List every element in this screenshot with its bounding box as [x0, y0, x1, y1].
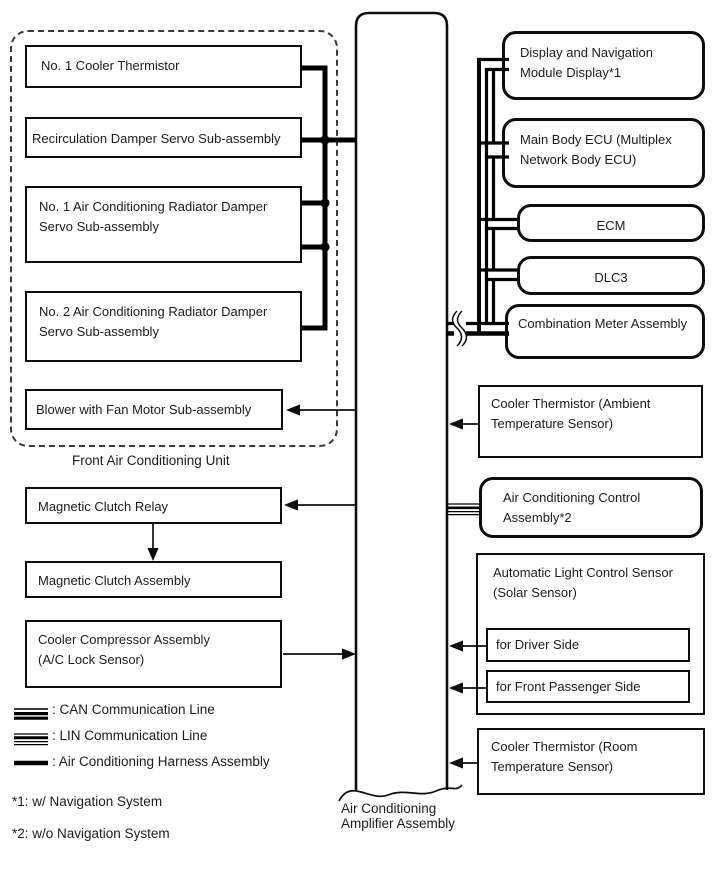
box-label: No. 1 Air Conditioning Radiator Damper S… — [39, 199, 268, 234]
box-label: for Front Passenger Side — [496, 679, 641, 694]
legend-can-label: : CAN Communication Line — [52, 702, 215, 717]
box-label: Blower with Fan Motor Sub-assembly — [36, 402, 252, 417]
box-ambient-thermistor: Cooler Thermistor (Ambient Temperature S… — [478, 385, 703, 458]
box-solar-passenger-side: for Front Passenger Side — [486, 670, 690, 703]
amplifier-label: Air Conditioning Amplifier Assembly — [341, 801, 456, 831]
amplifier-shape — [338, 11, 463, 802]
box-display-navigation-module: Display and Navigation Module Display*1 — [502, 31, 705, 100]
box-dlc3: DLC3 — [517, 256, 705, 295]
box-combination-meter: Combination Meter Assembly — [505, 304, 705, 359]
box-label: No. 1 Cooler Thermistor — [41, 58, 180, 73]
box-main-body-ecu: Main Body ECU (Multiplex Network Body EC… — [502, 118, 705, 188]
box-label: Combination Meter Assembly — [518, 316, 688, 331]
box-label: Cooler Thermistor (Room Temperature Sens… — [491, 739, 638, 774]
can-line-symbol — [14, 708, 48, 720]
box-magnetic-clutch-relay: Magnetic Clutch Relay — [25, 487, 282, 524]
box-label: No. 2 Air Conditioning Radiator Damper S… — [39, 304, 268, 339]
box-recirculation-damper-servo: Recirculation Damper Servo Sub-assembly — [25, 117, 302, 158]
box-label: Air Conditioning Control Assembly*2 — [503, 490, 641, 525]
box-room-thermistor: Cooler Thermistor (Room Temperature Sens… — [477, 728, 705, 795]
bus-break-symbol — [451, 310, 468, 347]
box-cooler-compressor-assembly: Cooler Compressor Assembly (A/C Lock Sen… — [25, 620, 282, 688]
box-label: Main Body ECU (Multiplex Network Body EC… — [520, 132, 672, 167]
box-blower-fan-motor: Blower with Fan Motor Sub-assembly — [25, 389, 283, 430]
box-solar-driver-side: for Driver Side — [486, 628, 690, 662]
box-no1-radiator-damper-servo: No. 1 Air Conditioning Radiator Damper S… — [25, 186, 302, 263]
box-no1-cooler-thermistor: No. 1 Cooler Thermistor — [25, 45, 302, 88]
lin-communication-line — [447, 503, 480, 516]
front-unit-caption: Front Air Conditioning Unit — [72, 453, 230, 468]
lin-line-symbol — [14, 733, 48, 746]
note-navigation-with: *1: w/ Navigation System — [12, 794, 163, 809]
box-no2-radiator-damper-servo: No. 2 Air Conditioning Radiator Damper S… — [25, 291, 302, 362]
box-label: Display and Navigation Module Display*1 — [520, 45, 653, 80]
box-label: Cooler Thermistor (Ambient Temperature S… — [491, 396, 651, 431]
box-label: Automatic Light Control Sensor (Solar Se… — [493, 565, 673, 600]
box-label: Magnetic Clutch Assembly — [38, 573, 191, 588]
box-ecm: ECM — [517, 204, 705, 242]
legend-harness-label: : Air Conditioning Harness Assembly — [52, 754, 270, 769]
box-label: for Driver Side — [496, 637, 580, 652]
box-magnetic-clutch-assembly: Magnetic Clutch Assembly — [25, 561, 282, 598]
box-label: Recirculation Damper Servo Sub-assembly — [32, 131, 281, 146]
box-label: DLC3 — [594, 270, 628, 285]
can-communication-bus — [447, 57, 517, 336]
legend-lin-label: : LIN Communication Line — [52, 728, 208, 743]
front-unit-dashed-container — [10, 30, 338, 447]
box-ac-control-assembly: Air Conditioning Control Assembly*2 — [479, 477, 703, 538]
box-label: ECM — [596, 218, 626, 233]
box-label: Cooler Compressor Assembly (A/C Lock Sen… — [38, 632, 210, 667]
box-label: Magnetic Clutch Relay — [38, 499, 169, 514]
note-navigation-without: *2: w/o Navigation System — [12, 826, 170, 841]
